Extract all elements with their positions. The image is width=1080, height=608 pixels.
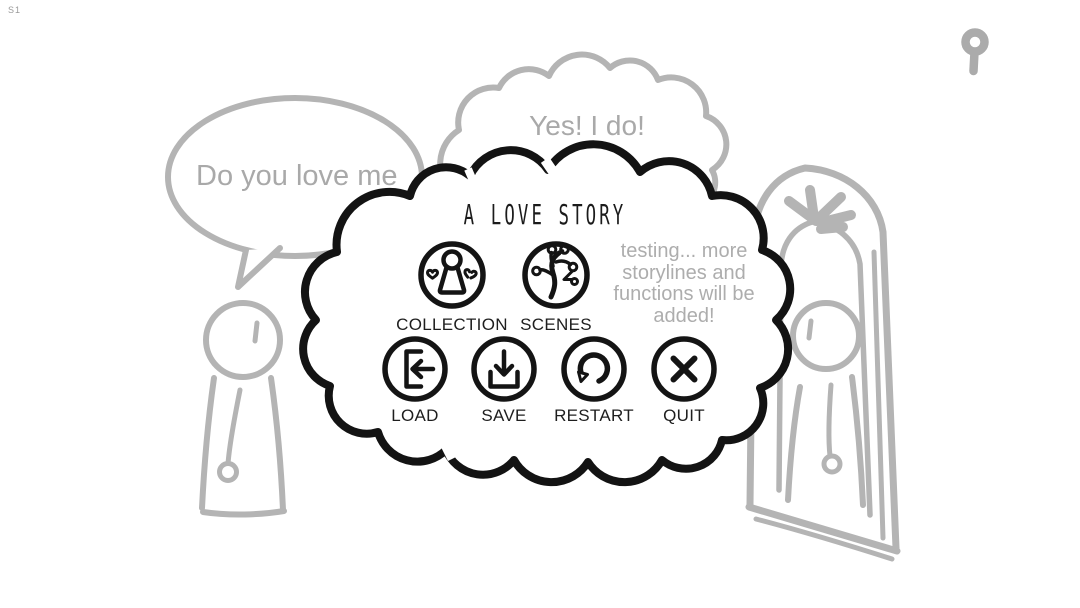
doorway xyxy=(745,164,901,562)
scenes-button[interactable]: SCENES xyxy=(496,238,616,335)
x-cross-icon xyxy=(651,336,717,402)
menu-note: testing... more storylines and functions… xyxy=(613,240,755,327)
door-leaves-decoration xyxy=(784,185,856,234)
menu-title: A LOVE STORY xyxy=(463,198,627,231)
button-label: RESTART xyxy=(554,406,634,425)
download-tray-icon xyxy=(471,336,537,402)
button-label: COLLECTION xyxy=(396,315,508,334)
top-bubble-text: Yes! I do! xyxy=(529,110,645,141)
save-button[interactable]: SAVE xyxy=(454,335,554,426)
door-arrow-left-icon xyxy=(382,336,448,402)
button-label: SAVE xyxy=(481,406,527,425)
quit-button[interactable]: QUIT xyxy=(634,335,734,426)
left-bubble-text: Do you love me xyxy=(196,160,398,192)
restart-button[interactable]: RESTART xyxy=(544,335,644,426)
scene-indicator: S1 xyxy=(8,5,22,15)
key-button[interactable] xyxy=(956,26,994,78)
right-character xyxy=(785,300,866,508)
story-branch-tree-icon xyxy=(522,241,590,309)
load-button[interactable]: LOAD xyxy=(365,335,465,426)
button-label: SCENES xyxy=(520,315,592,334)
pawn-with-hearts-icon xyxy=(418,241,486,309)
restart-arrow-icon xyxy=(561,336,627,402)
left-character xyxy=(199,300,287,518)
collection-button[interactable]: COLLECTION xyxy=(392,238,512,335)
button-label: QUIT xyxy=(663,406,705,425)
key-icon xyxy=(961,28,989,76)
button-label: LOAD xyxy=(391,406,439,425)
